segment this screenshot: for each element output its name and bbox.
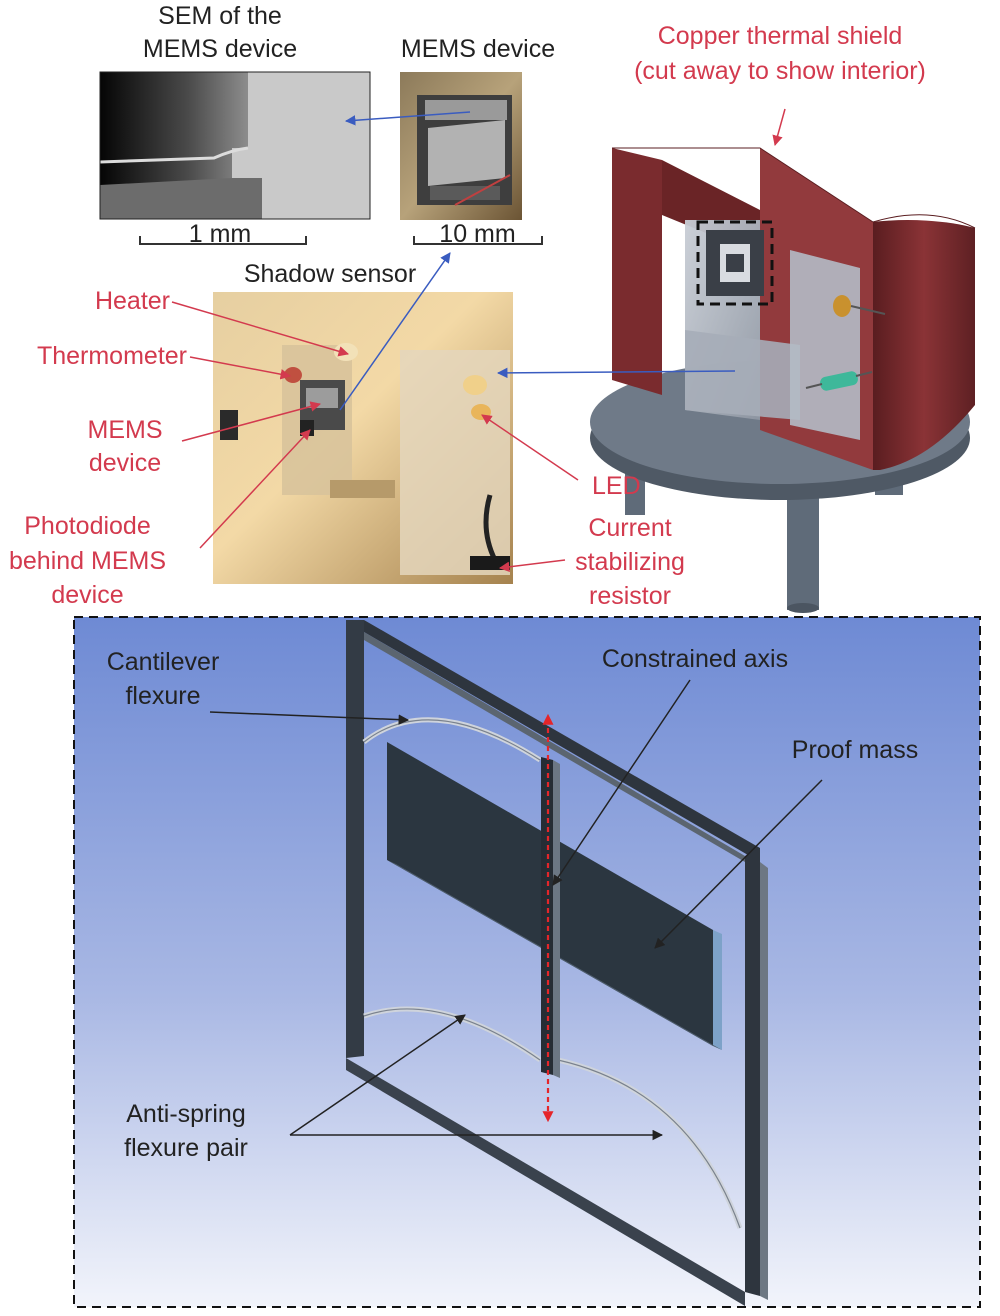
red-arrows	[171, 108, 786, 573]
constrained-axis-bar	[541, 757, 560, 1078]
scale-label-10mm: 10 mm	[439, 220, 516, 248]
photodiode-label-line3: device	[51, 581, 124, 609]
mems-device-label-line1: MEMS	[87, 416, 163, 444]
sem-image	[99, 71, 371, 220]
shadow-sensor-photo	[213, 292, 513, 584]
resistor-label-line1: Current	[588, 514, 672, 542]
antispring-flexures	[363, 1006, 743, 1229]
proof-mass-label: Proof mass	[791, 736, 919, 764]
scale-label-1mm: 1 mm	[188, 220, 252, 248]
mems-device-photo	[400, 72, 522, 220]
mems-device-label-line2: device	[88, 449, 162, 477]
copper-shield-label-line1: Copper thermal shield	[657, 22, 903, 50]
mems-device-title: MEMS device	[400, 35, 556, 63]
antispring-label-line2: flexure pair	[124, 1134, 248, 1162]
scale-bar-1mm	[139, 236, 307, 245]
thermometer-label: Thermometer	[36, 342, 187, 370]
scale-bar-10mm	[413, 236, 543, 245]
photodiode-label-line1: Photodiode	[24, 512, 151, 540]
sem-title-line2: MEMS device	[142, 35, 298, 63]
cantilever-flexure	[362, 717, 542, 763]
black-arrows	[209, 679, 823, 1141]
frame	[346, 620, 768, 1306]
resistor-label-line2: stabilizing	[575, 548, 685, 576]
heater-label: Heater	[94, 287, 170, 315]
photodiode-label-line2: behind MEMS	[8, 547, 167, 575]
blue-arrows	[339, 111, 736, 411]
constrained-axis-label: Constrained axis	[601, 645, 789, 673]
antispring-label-line1: Anti-spring	[126, 1100, 246, 1128]
copper-shield-label-line2: (cut away to show interior)	[634, 57, 926, 85]
cantilever-label-line2: flexure	[125, 682, 201, 710]
copper-shield-render	[590, 147, 976, 613]
resistor-label-line3: resistor	[589, 582, 671, 610]
sem-title-line1: SEM of the	[158, 2, 282, 30]
cantilever-label-line1: Cantilever	[106, 648, 220, 676]
shadow-sensor-label: Shadow sensor	[243, 260, 417, 288]
led-label: LED	[592, 472, 641, 500]
